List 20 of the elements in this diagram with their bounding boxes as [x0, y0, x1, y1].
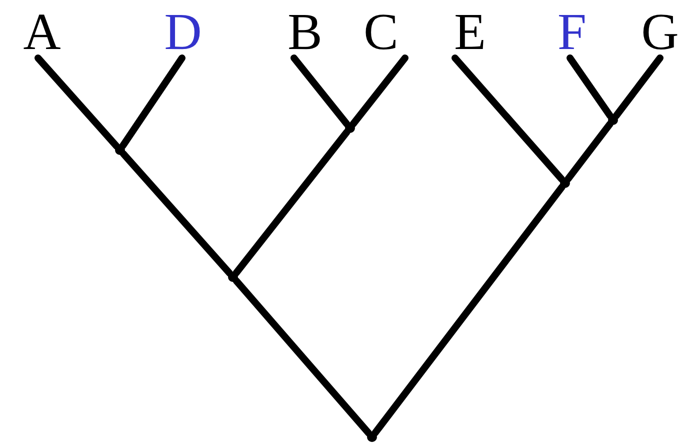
taxon-label: C — [359, 8, 403, 58]
tree-branch — [290, 54, 350, 128]
taxon-label: E — [448, 8, 492, 58]
tree-branch — [350, 54, 408, 128]
taxon-label: F — [550, 8, 594, 58]
taxon-label: B — [283, 8, 327, 58]
tree-branch — [566, 54, 614, 120]
tree-branch — [564, 120, 614, 183]
tree-branch — [232, 128, 350, 277]
tree-branch — [452, 54, 566, 183]
tree-branch — [232, 277, 372, 437]
taxon-label: A — [20, 8, 64, 58]
tree-branch — [612, 54, 664, 120]
tree-branch — [120, 150, 234, 277]
tree-branch — [119, 54, 186, 150]
tree-branch — [372, 183, 566, 437]
taxon-label: G — [638, 8, 682, 58]
tree-branch — [34, 54, 120, 150]
branch-point — [367, 432, 377, 442]
taxon-label: D — [161, 8, 205, 58]
